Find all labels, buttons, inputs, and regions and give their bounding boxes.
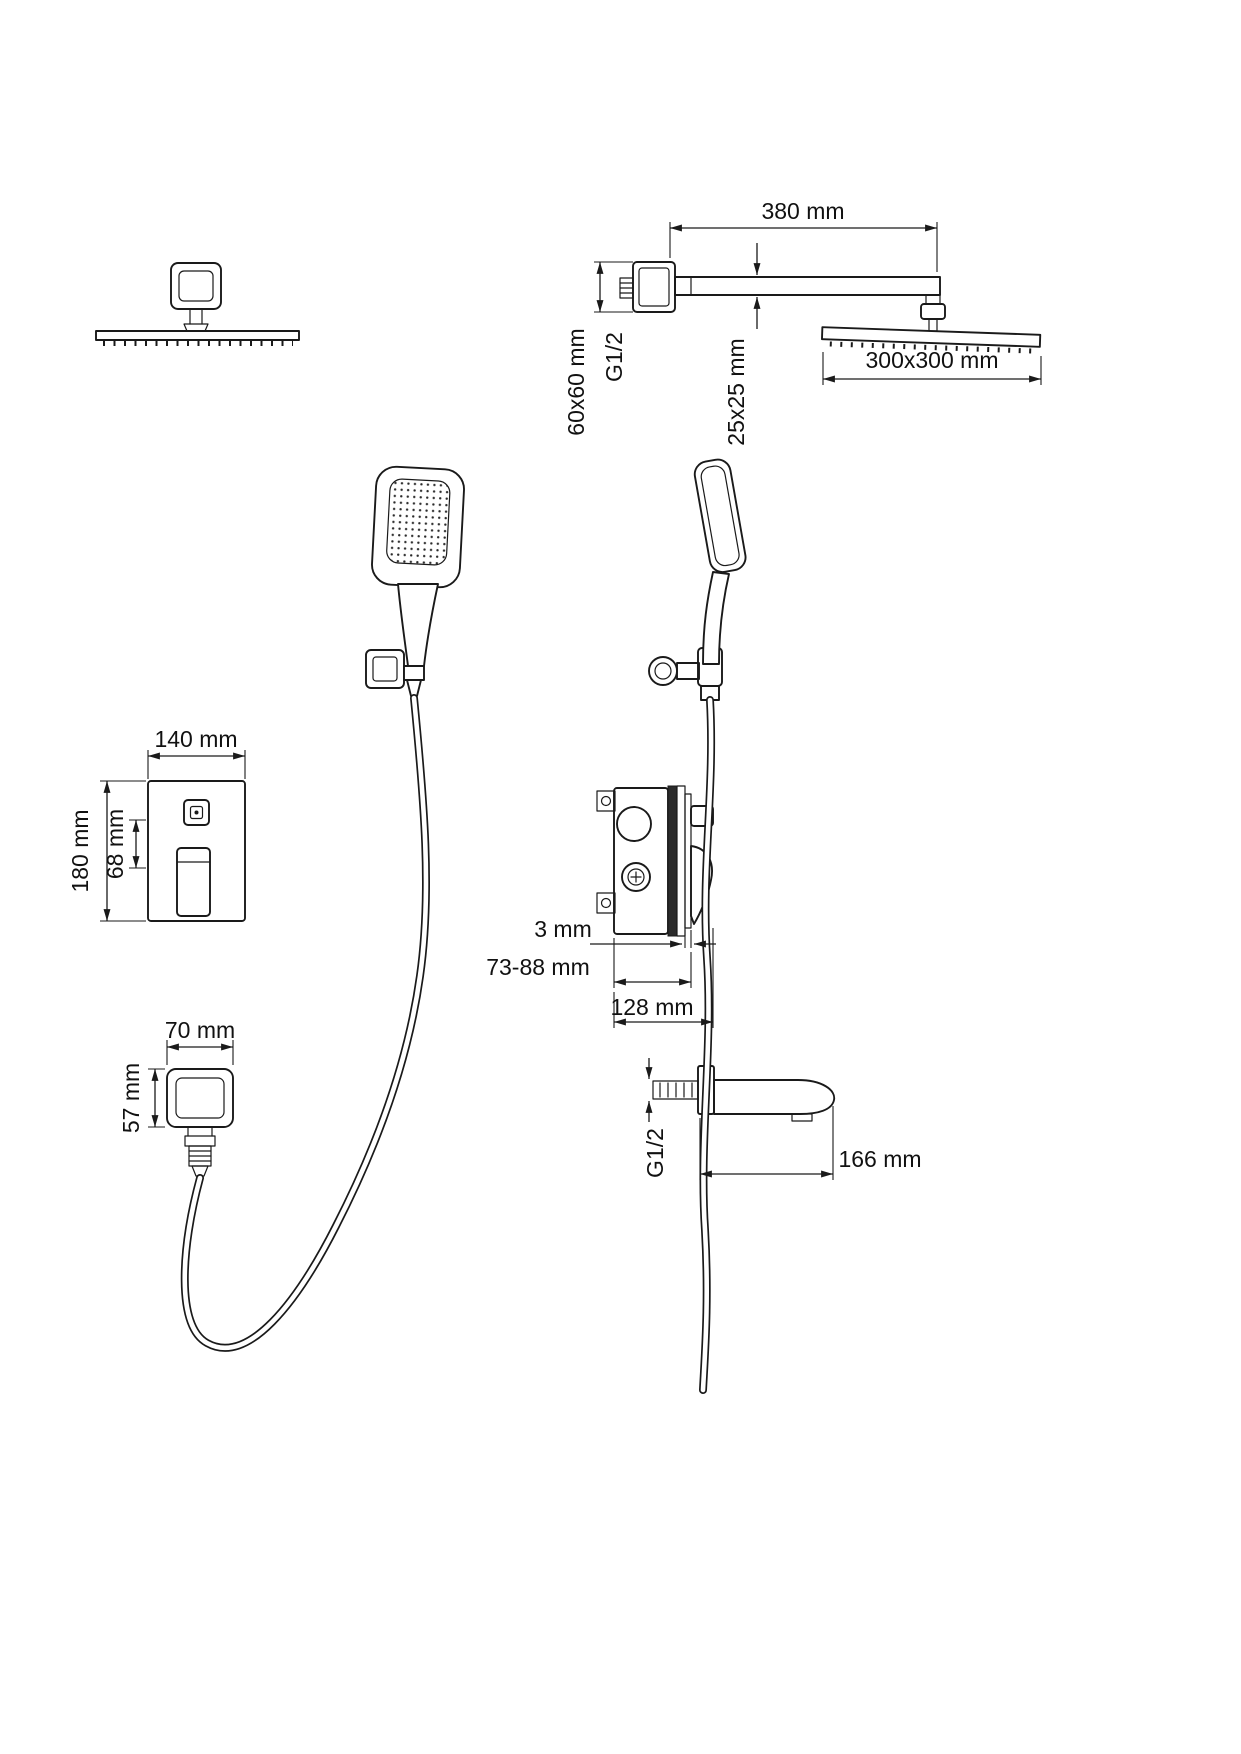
handshower-front-view — [365, 465, 465, 697]
wall-holder — [365, 649, 405, 689]
mixer-valve-side-view — [596, 785, 714, 937]
handshower-head-group — [371, 465, 465, 589]
wall-escutcheon-inner — [638, 267, 670, 307]
handshower-side-face — [700, 465, 740, 567]
ceiling-bracket — [170, 262, 222, 310]
spout-thread-label: G1/2 — [642, 1128, 668, 1178]
left-hose — [182, 695, 429, 1351]
hose-nut — [403, 665, 425, 681]
valve-body-box — [613, 787, 669, 935]
head-stem — [928, 318, 938, 332]
trim-offset-label: 68 mm — [102, 809, 128, 879]
wall-layer — [676, 785, 686, 937]
diverter-port — [621, 862, 651, 892]
diverter-icon-dot — [194, 810, 199, 815]
hose-cone — [406, 679, 422, 697]
diverter-button — [183, 799, 210, 826]
overhead-shower-side-view: 380 mm 300x300 mm 60x60 mm — [563, 198, 1042, 446]
outlet-cone — [191, 1165, 209, 1177]
head-connector — [925, 294, 941, 305]
trim-height-label: 180 mm — [67, 809, 93, 892]
handshower-side-handle — [702, 571, 730, 665]
arm-profile-label: 25x25 mm — [723, 338, 749, 445]
escutcheon-size-label: 60x60 mm — [563, 328, 589, 435]
handshower-side-head-group — [693, 458, 747, 573]
outlet-flange — [166, 1068, 234, 1128]
mixer-depth-dimensions: 3 mm 73-88 mm 128 mm — [486, 916, 716, 1028]
holder-wall-flange-inner — [654, 662, 672, 680]
mounting-screw — [600, 897, 612, 909]
shower-head-plate — [821, 326, 1042, 348]
mixer-lever — [176, 847, 211, 917]
holder-wall-flange — [648, 656, 678, 686]
shower-head-plate-group — [821, 326, 1042, 354]
outlet-width-label: 70 mm — [165, 1017, 235, 1043]
handshower-side-head — [693, 458, 747, 573]
diverter-icon — [189, 805, 204, 820]
right-hose — [700, 697, 714, 1393]
bracket-flange — [183, 323, 209, 332]
mixer-trim-front-view: 140 mm 180 mm 68 mm — [67, 726, 246, 922]
wall-plate-edge — [667, 785, 678, 937]
trim-plate — [147, 780, 246, 922]
shower-plate — [95, 330, 300, 341]
outlet-height-label: 57 mm — [118, 1063, 144, 1133]
arm-thread-label: G1/2 — [601, 332, 627, 382]
spout-body — [713, 1079, 835, 1115]
shower-hoses — [180, 694, 716, 1394]
spout-dimensions: G1/2 166 mm — [642, 1058, 922, 1180]
total-depth-label: 128 mm — [610, 994, 693, 1020]
diverter-knob-side — [690, 805, 714, 827]
box-depth-label: 73-88 mm — [486, 954, 590, 980]
spray-face — [386, 478, 451, 566]
ceiling-bracket-inner — [178, 270, 214, 302]
outlet-flange-inner — [175, 1077, 225, 1119]
wall-outlet-elbow-view: 70 mm 57 mm — [118, 1017, 235, 1177]
mounting-screw — [600, 795, 612, 807]
bath-spout-side-view — [652, 1065, 835, 1122]
mounting-tab — [596, 892, 616, 914]
holder-arm — [676, 662, 700, 680]
trim-gap-label: 3 mm — [534, 916, 592, 942]
head-size-label: 300x300 mm — [866, 347, 999, 373]
spout-aerator — [791, 1113, 813, 1122]
wall-holder-inner — [372, 656, 398, 682]
trim-width-label: 140 mm — [154, 726, 237, 752]
shower-arm — [674, 276, 941, 296]
spout-reach-label: 166 mm — [838, 1146, 921, 1172]
outlet-nut — [184, 1135, 216, 1147]
shower-head-nozzles — [829, 341, 1034, 354]
arm-length-label: 380 mm — [761, 198, 844, 224]
overhead-shower-front-view — [95, 262, 300, 346]
cartridge-port — [616, 806, 652, 842]
handshower-holder-side-view — [648, 458, 747, 701]
mounting-tab — [596, 790, 616, 812]
diverter-port-inner — [627, 868, 645, 886]
head-joint — [920, 303, 946, 320]
